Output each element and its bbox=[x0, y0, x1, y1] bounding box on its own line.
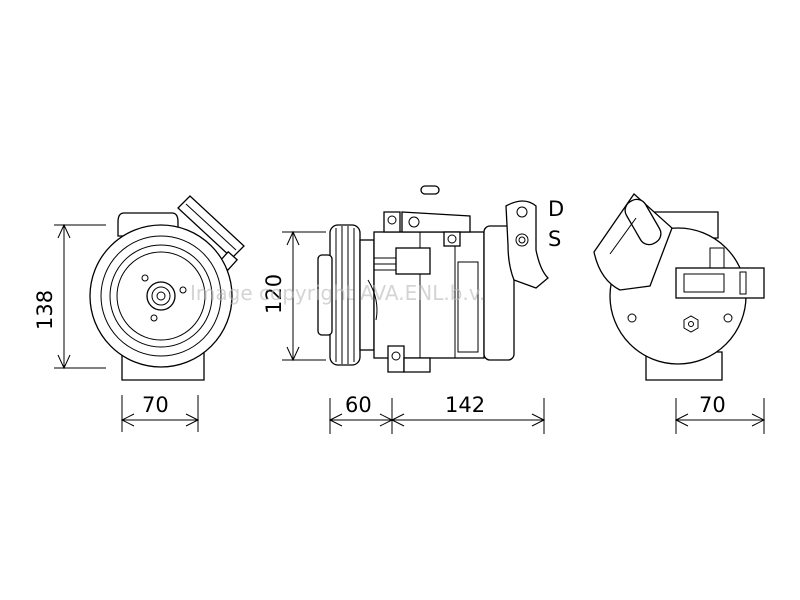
rear-view: 70 bbox=[593, 193, 766, 434]
side-height-label: 120 bbox=[262, 274, 286, 314]
port-label-s: S bbox=[548, 227, 561, 251]
clutch-length-label: 60 bbox=[345, 393, 372, 417]
front-width-label: 70 bbox=[142, 393, 169, 417]
rear-width-label: 70 bbox=[699, 393, 726, 417]
front-height-label: 138 bbox=[33, 290, 57, 330]
port-label-d: D bbox=[548, 197, 564, 221]
front-view: 138 70 bbox=[33, 195, 245, 432]
side-view: D S 120 60 142 bbox=[262, 185, 564, 434]
watermark-text: Image copyright AVA.ENL.b.v. bbox=[190, 281, 485, 305]
body-length-label: 142 bbox=[445, 393, 485, 417]
